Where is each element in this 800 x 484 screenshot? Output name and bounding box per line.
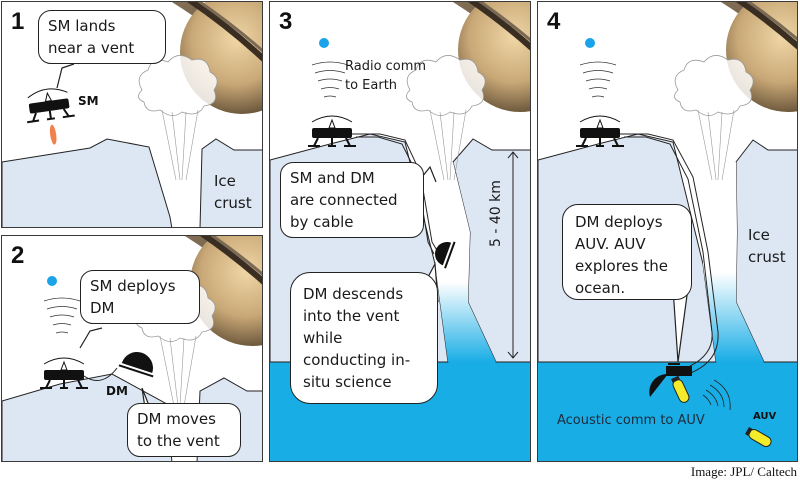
caption-line: by cable bbox=[290, 213, 354, 231]
dm-probe-icon bbox=[118, 352, 154, 378]
label-line: crust bbox=[214, 194, 252, 212]
image-credit: Image: JPL/ Caltech bbox=[690, 464, 797, 479]
bubble-tail bbox=[56, 63, 75, 89]
caption-line: SM deploys bbox=[90, 277, 176, 295]
caption-line: DM moves bbox=[137, 410, 216, 428]
earth-icon bbox=[47, 276, 57, 286]
caption-line: ocean. bbox=[575, 279, 626, 297]
panel-2: 2 SM deploys DM DM moves to the vent DM bbox=[1, 235, 263, 462]
caption-line: DM deploys bbox=[575, 213, 663, 231]
cable bbox=[83, 367, 118, 381]
label-line: to Earth bbox=[345, 78, 398, 93]
sm-label: SM bbox=[78, 94, 99, 108]
panel-1: 1 SM lands near a vent SM Ice crust bbox=[1, 1, 263, 228]
dm-probe-icon bbox=[435, 241, 456, 269]
panel-4: 4 DM deploys AUV. AUV explores the ocean… bbox=[537, 1, 798, 462]
panel-number: 2 bbox=[11, 242, 25, 269]
caption-line: conducting in- bbox=[303, 351, 411, 369]
caption-line: DM bbox=[90, 299, 115, 317]
dm-probe-icon bbox=[649, 363, 692, 397]
caption-bubble: SM lands near a vent bbox=[38, 10, 166, 64]
caption-line: SM lands bbox=[48, 17, 116, 35]
acoustic-waves-icon bbox=[702, 379, 731, 411]
label-line: Ice bbox=[214, 172, 236, 190]
ice-crust-label: Ice crust bbox=[214, 170, 252, 214]
earth-icon bbox=[319, 38, 329, 48]
panel-number: 4 bbox=[547, 8, 561, 35]
caption-bubble-2: DM moves to the vent bbox=[127, 403, 241, 457]
caption-bubble: SM deploys DM bbox=[80, 270, 200, 324]
label-line: crust bbox=[748, 248, 786, 266]
sm-lander-icon bbox=[307, 115, 357, 147]
auv-label: AUV bbox=[753, 411, 777, 422]
sm-lander-icon bbox=[39, 357, 89, 389]
caption-line: DM descends bbox=[303, 285, 404, 303]
caption-line: AUV. AUV bbox=[575, 235, 646, 253]
caption-line: while bbox=[303, 329, 343, 347]
cable bbox=[352, 133, 439, 253]
panel-1-scene bbox=[2, 2, 262, 227]
panel-number: 3 bbox=[279, 8, 293, 35]
ice-crust-label: Ice crust bbox=[748, 224, 786, 268]
acoustic-comm-label: Acoustic comm to AUV bbox=[557, 413, 705, 428]
label-line: Ice bbox=[748, 226, 770, 244]
sm-lander-icon bbox=[575, 115, 625, 147]
sm-lander-icon bbox=[22, 84, 76, 145]
cable bbox=[620, 133, 719, 375]
earth-icon bbox=[585, 38, 595, 48]
caption-bubble: SM and DM are connected by cable bbox=[280, 162, 424, 238]
caption-line: into the vent bbox=[303, 307, 400, 325]
caption-bubble: DM deploys AUV. AUV explores the ocean. bbox=[562, 204, 692, 300]
radio-waves-icon bbox=[43, 297, 81, 334]
ice-crust bbox=[2, 138, 262, 227]
panel-number: 1 bbox=[11, 8, 25, 35]
caption-line: SM and DM bbox=[290, 169, 375, 187]
radio-waves-icon bbox=[579, 61, 617, 98]
radio-comm-label: Radio comm to Earth bbox=[345, 57, 426, 95]
caption-line: explores the bbox=[575, 257, 668, 275]
label-line: Radio comm bbox=[345, 59, 427, 74]
ocean bbox=[538, 362, 797, 461]
panel-3: 3 Radio comm to Earth SM and DM are conn… bbox=[269, 1, 531, 462]
caption-line: are connected bbox=[290, 191, 398, 209]
depth-label: 5 - 40 km bbox=[488, 180, 504, 247]
caption-line: near a vent bbox=[48, 39, 135, 57]
dm-label: DM bbox=[106, 384, 128, 398]
radio-waves-icon bbox=[311, 61, 349, 98]
caption-bubble-2: DM descends into the vent while conducti… bbox=[290, 272, 438, 404]
caption-line: to the vent bbox=[137, 432, 220, 450]
caption-line: situ science bbox=[303, 373, 392, 391]
